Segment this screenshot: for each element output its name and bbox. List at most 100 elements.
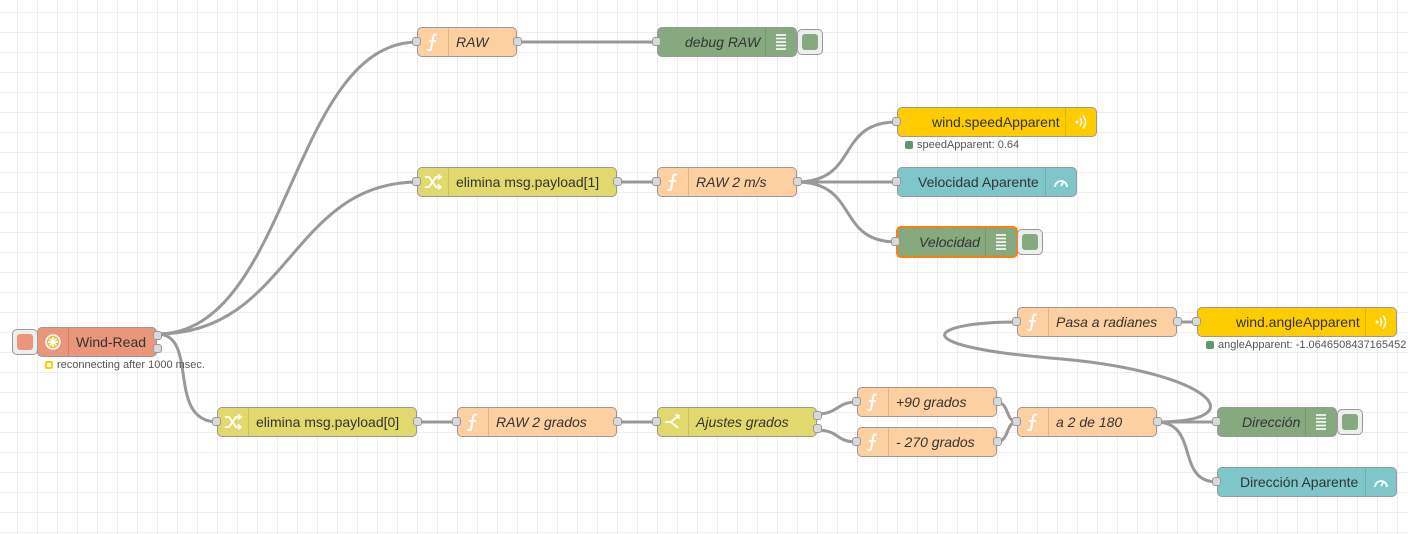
debug-toggle-button[interactable] xyxy=(1337,409,1363,435)
wire-windread-elimina1[interactable] xyxy=(156,180,419,336)
node-status: speedApparent: 0.64 xyxy=(905,139,1019,152)
node-label: RAW xyxy=(456,34,489,50)
wire-windread-raw[interactable] xyxy=(156,40,419,336)
status-ok-icon xyxy=(905,141,913,149)
node-label: Pasa a radianes xyxy=(1056,314,1158,330)
status-text: speedApparent: 0.64 xyxy=(917,139,1020,151)
output-port[interactable] xyxy=(993,397,1002,406)
debug-toggle-button[interactable] xyxy=(1017,229,1043,255)
debug-toggle-button[interactable] xyxy=(797,29,823,55)
node-menos-270-grados[interactable]: - 270 grados xyxy=(852,427,1002,457)
output-port[interactable] xyxy=(1173,317,1182,326)
input-port[interactable] xyxy=(212,417,221,426)
shuffle-icon xyxy=(218,408,249,436)
input-port[interactable] xyxy=(652,417,661,426)
node-angle-apparent-text[interactable]: wind.angleApparent xyxy=(1192,307,1397,337)
status-text: angleApparent: -1.0646508437165452 xyxy=(1218,339,1407,351)
node-mas-90-grados[interactable]: +90 grados xyxy=(852,387,1002,417)
gauge-icon xyxy=(1045,168,1076,196)
node-elimina-payload-1[interactable]: elimina msg.payload[1] xyxy=(412,167,622,197)
output-port[interactable] xyxy=(1153,417,1162,426)
node-label: elimina msg.payload[0] xyxy=(256,414,400,430)
output-port-2[interactable] xyxy=(813,424,822,433)
function-icon xyxy=(1018,308,1049,336)
output-port[interactable] xyxy=(613,177,622,186)
status-ok-icon xyxy=(1206,341,1214,349)
input-port[interactable] xyxy=(652,37,661,46)
input-port[interactable] xyxy=(1212,477,1221,486)
node-status: reconnecting after 1000 msec. xyxy=(45,359,205,372)
wire-ajustes-menos270[interactable] xyxy=(815,428,858,444)
output-port[interactable] xyxy=(413,417,422,426)
output-port-2[interactable] xyxy=(153,344,162,353)
input-port[interactable] xyxy=(1212,417,1221,426)
node-label: Velocidad xyxy=(919,234,980,250)
serial-icon xyxy=(38,328,69,356)
node-label: Velocidad Aparente xyxy=(918,174,1039,190)
node-pasa-a-radianes[interactable]: Pasa a radianes xyxy=(1012,307,1182,337)
wire-raw2ms-speedtext[interactable] xyxy=(795,120,898,184)
node-label: wind.angleApparent xyxy=(1236,314,1360,330)
node-raw[interactable]: RAW xyxy=(412,27,522,57)
node-status: angleApparent: -1.0646508437165452 xyxy=(1206,339,1408,352)
broadcast-icon xyxy=(1065,108,1096,136)
output-port[interactable] xyxy=(513,37,522,46)
input-port[interactable] xyxy=(1192,317,1201,326)
broadcast-icon xyxy=(1365,308,1396,336)
output-port[interactable] xyxy=(793,177,802,186)
node-direccion-debug[interactable]: Dirección xyxy=(1212,407,1337,437)
inject-toggle-button[interactable] xyxy=(12,329,38,355)
node-label: Dirección Aparente xyxy=(1240,474,1359,490)
debug-list-icon xyxy=(985,228,1016,256)
node-label: wind.speedApparent xyxy=(932,114,1060,130)
input-port[interactable] xyxy=(412,177,421,186)
node-label: Dirección xyxy=(1242,414,1301,430)
output-port[interactable] xyxy=(153,331,162,340)
node-raw-2-grados[interactable]: RAW 2 grados xyxy=(452,407,622,437)
node-label: Ajustes grados xyxy=(696,414,789,430)
wire-ajustes-mas90[interactable] xyxy=(815,400,858,416)
node-label: - 270 grados xyxy=(896,434,975,450)
node-velocidad-debug[interactable]: Velocidad xyxy=(891,226,1018,258)
wire-raw2ms-velocidad[interactable] xyxy=(795,180,898,244)
output-port[interactable] xyxy=(993,437,1002,446)
input-port[interactable] xyxy=(1012,417,1021,426)
node-elimina-payload-0[interactable]: elimina msg.payload[0] xyxy=(212,407,422,437)
input-port[interactable] xyxy=(892,117,901,126)
wire-a2de180-diraparente[interactable] xyxy=(1155,420,1218,484)
node-a-2-de-180[interactable]: a 2 de 180 xyxy=(1012,407,1162,437)
output-port[interactable] xyxy=(613,417,622,426)
input-port[interactable] xyxy=(852,397,861,406)
wire-a2de180-pasarad[interactable] xyxy=(943,320,1212,424)
node-label: RAW 2 grados xyxy=(496,414,587,430)
function-icon xyxy=(858,388,889,416)
node-direccion-aparente-gauge[interactable]: Dirección Aparente xyxy=(1212,467,1397,497)
output-port-1[interactable] xyxy=(813,411,822,420)
status-warn-icon xyxy=(45,361,53,369)
input-port[interactable] xyxy=(1012,317,1021,326)
node-speed-apparent-text[interactable]: wind.speedApparent xyxy=(892,107,1097,137)
function-icon xyxy=(458,408,489,436)
node-raw-2-ms[interactable]: RAW 2 m/s xyxy=(652,167,802,197)
input-port[interactable] xyxy=(891,237,900,246)
node-debug-raw[interactable]: debug RAW xyxy=(652,27,797,57)
shuffle-icon xyxy=(418,168,449,196)
node-wind-read-serial[interactable]: Wind-Read xyxy=(37,327,162,357)
input-port[interactable] xyxy=(852,437,861,446)
input-port[interactable] xyxy=(412,37,421,46)
function-icon xyxy=(658,168,689,196)
switch-icon xyxy=(658,408,689,436)
node-velocidad-aparente-gauge[interactable]: Velocidad Aparente xyxy=(892,167,1077,197)
function-icon xyxy=(1018,408,1049,436)
node-label: Wind-Read xyxy=(76,334,147,350)
node-label: elimina msg.payload[1] xyxy=(456,174,600,190)
gauge-icon xyxy=(1365,468,1396,496)
node-ajustes-grados-switch[interactable]: Ajustes grados xyxy=(652,407,822,437)
node-label: debug RAW xyxy=(685,34,761,50)
wire-windread-elimina0[interactable] xyxy=(156,332,219,424)
input-port[interactable] xyxy=(452,417,461,426)
node-label: RAW 2 m/s xyxy=(696,174,767,190)
input-port[interactable] xyxy=(652,177,661,186)
input-port[interactable] xyxy=(892,177,901,186)
debug-list-icon xyxy=(765,28,796,56)
